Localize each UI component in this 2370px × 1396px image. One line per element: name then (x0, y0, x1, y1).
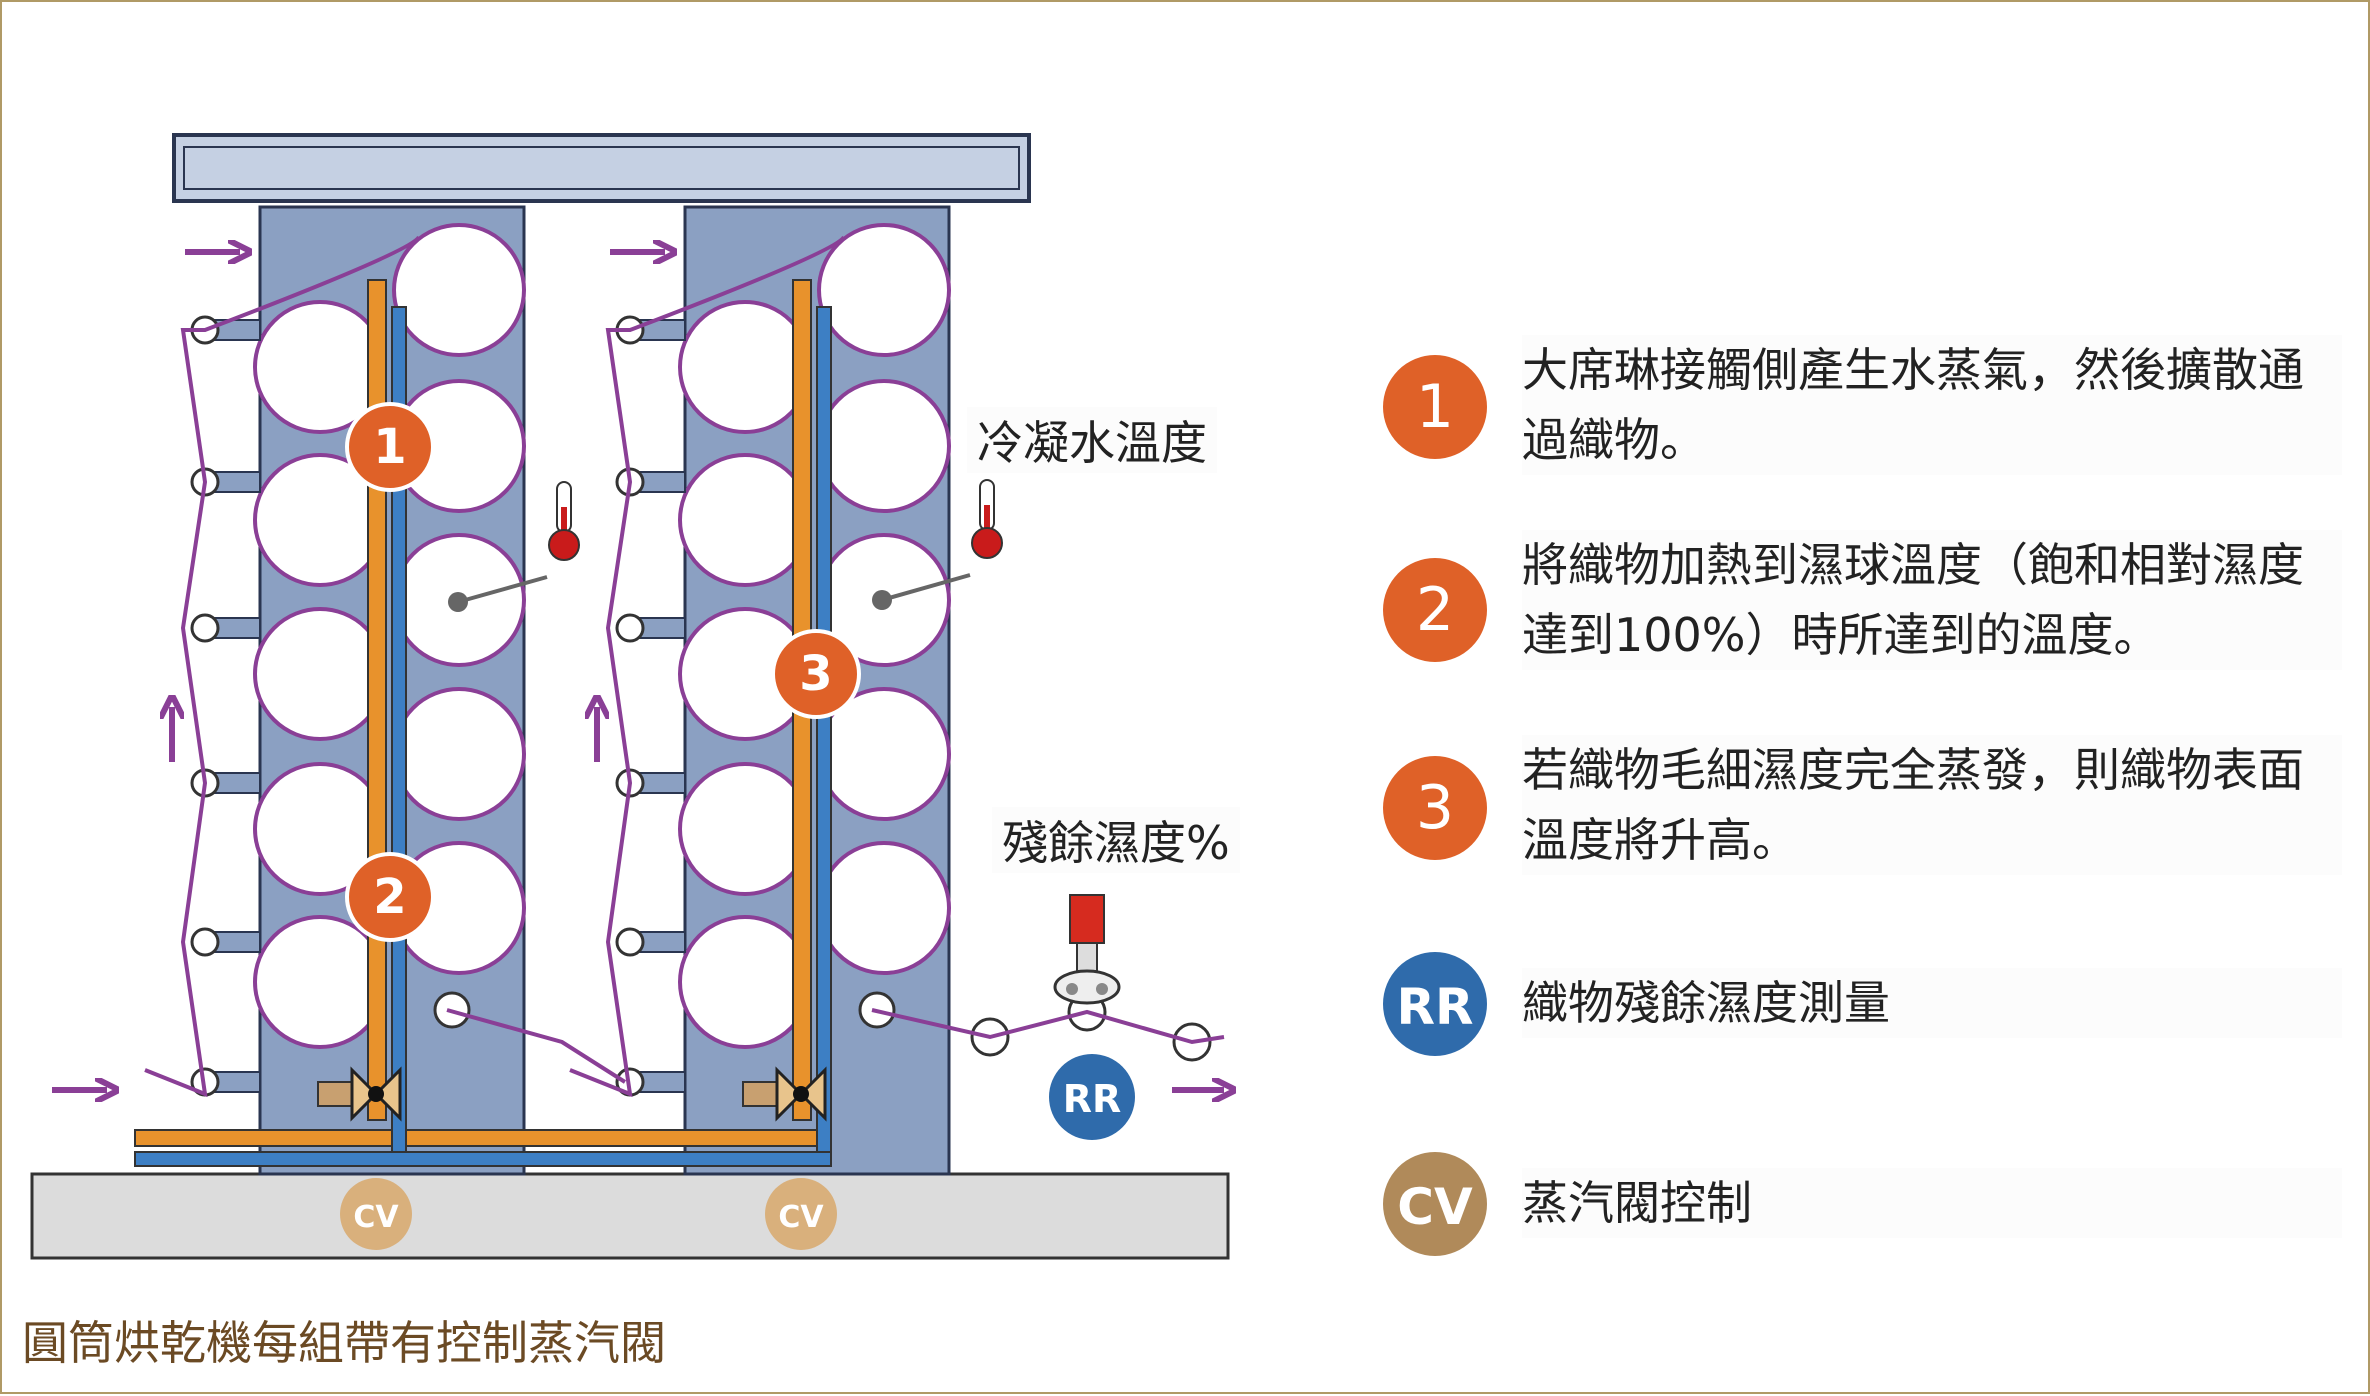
svg-text:CV: CV (1397, 1178, 1473, 1236)
moisture-sensor-icon (1053, 894, 1121, 1005)
svg-text:1: 1 (1416, 372, 1454, 442)
svg-text:3: 3 (799, 646, 832, 702)
machine-base (30, 1172, 1230, 1260)
drying-cylinder (253, 915, 387, 1049)
thermometer-icon (448, 481, 580, 612)
legend-badge-rr: RR (1383, 952, 1487, 1056)
legend-text-2: 將織物加熱到濕球溫度（飽和相對濕度達到100%）時所達到的溫度。 (1522, 530, 2342, 670)
drying-cylinders (190, 223, 1212, 1097)
fabric-path (52, 235, 1225, 1098)
marker-rr: RR (1049, 1054, 1135, 1140)
legend-text-3: 若織物毛細濕度完全蒸發，則織物表面溫度將升高。 (1522, 735, 2342, 875)
drying-cylinder (817, 223, 951, 357)
drying-cylinder (392, 223, 526, 357)
drying-cylinder (817, 379, 951, 513)
top-hood (172, 133, 1031, 203)
fabric-web (144, 235, 421, 1098)
fabric-web (446, 1008, 627, 1084)
steam-valve-1 (317, 1066, 402, 1122)
svg-text:2: 2 (373, 869, 406, 925)
figure-caption: 圓筒烘乾機每組帶有控制蒸汽閥 (22, 1316, 666, 1370)
legend-text-rr: 織物殘餘濕度測量 (1522, 968, 2342, 1038)
legend-badge-1: 1 (1383, 355, 1487, 459)
legend-text-1: 大席琳接觸側產生水蒸氣，然後擴散通過織物。 (1522, 335, 2342, 475)
svg-text:3: 3 (1416, 773, 1454, 843)
legend-badge-3: 3 (1383, 756, 1487, 860)
svg-text:RR: RR (1063, 1077, 1122, 1121)
guide-roller (190, 613, 220, 643)
drying-cylinder (253, 607, 387, 741)
thermometer-icon (872, 479, 1003, 610)
legend-text-cv: 蒸汽閥控制 (1522, 1168, 2342, 1238)
guide-roller (615, 927, 645, 957)
marker-cv-1: CV (340, 1178, 412, 1250)
condensate-temp-label: 冷凝水溫度 (967, 407, 1217, 473)
residual-moisture-label: 殘餘濕度% (992, 807, 1240, 873)
guide-roller (190, 927, 220, 957)
fabric-web (871, 1008, 1225, 1045)
legend-badge-2: 2 (1383, 558, 1487, 662)
condensate-pipes (134, 306, 832, 1167)
drying-cylinder (392, 687, 526, 821)
marker-1: 1 (345, 402, 435, 492)
drying-cylinder (678, 453, 812, 587)
marker-cv-2: CV (765, 1178, 837, 1250)
drying-cylinder (678, 300, 812, 434)
drying-cylinder (678, 762, 812, 896)
svg-text:1: 1 (373, 419, 406, 475)
svg-text:CV: CV (353, 1200, 399, 1235)
svg-text:RR: RR (1396, 978, 1473, 1036)
svg-text:CV: CV (778, 1200, 824, 1235)
fabric-web (569, 235, 846, 1098)
drying-cylinder (678, 915, 812, 1049)
legend-badge-cv: CV (1383, 1152, 1487, 1256)
steam-valve-2 (742, 1066, 827, 1122)
marker-2: 2 (345, 852, 435, 942)
marker-3: 3 (771, 629, 861, 719)
svg-text:2: 2 (1416, 575, 1454, 645)
drying-cylinder (817, 841, 951, 975)
guide-roller (615, 613, 645, 643)
